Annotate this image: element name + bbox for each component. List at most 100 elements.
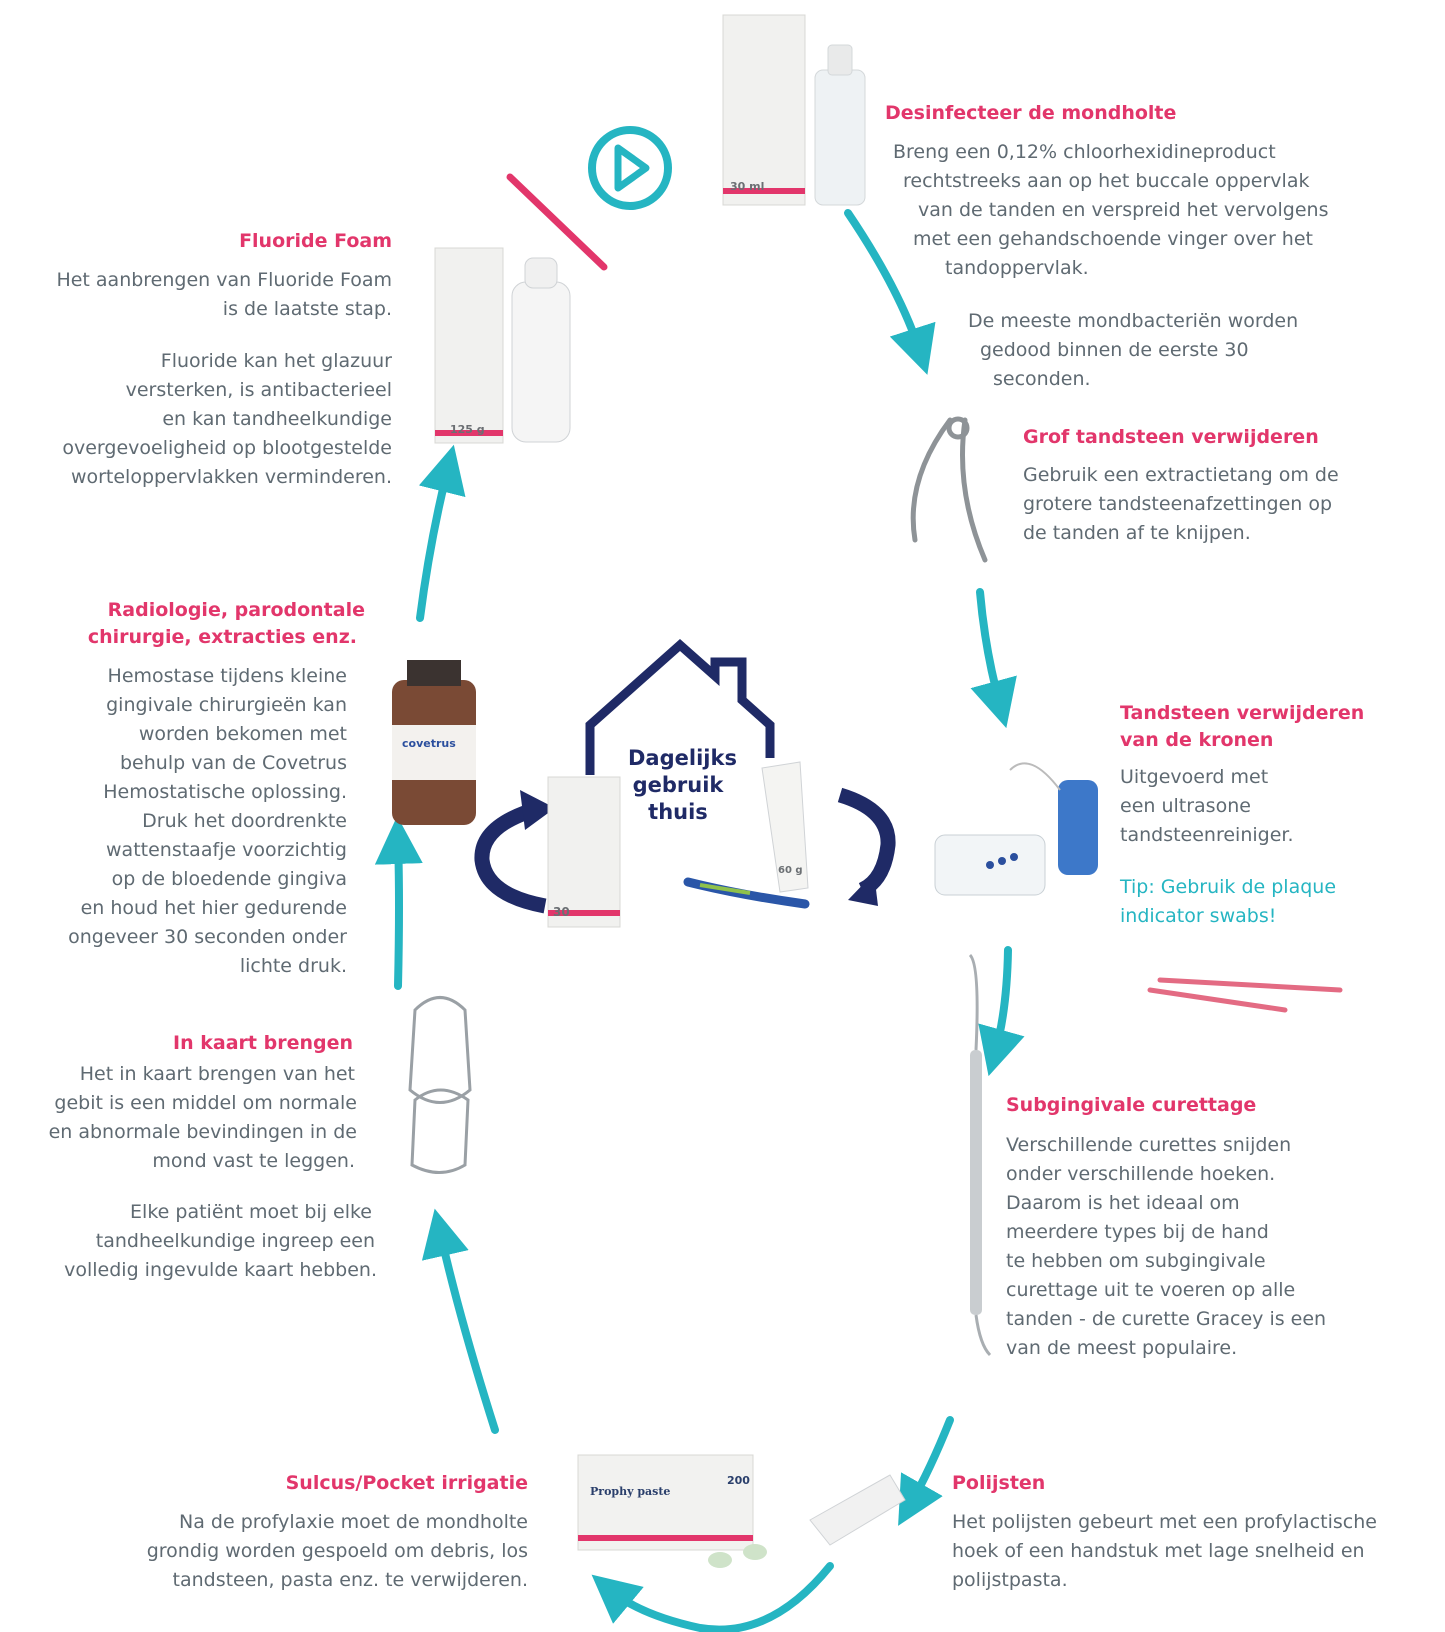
desinfecteer-note: gedood binnen de eerste 30 <box>980 339 1249 361</box>
curettage-line: van de meest populaire. <box>1006 1337 1238 1359</box>
arrow-4 <box>898 1416 954 1526</box>
toothpaste-weight-label: 60 g <box>778 865 803 876</box>
desinfecteer-note: seconden. <box>993 368 1091 390</box>
step-title-irrigatie: Sulcus/Pocket irrigatie <box>285 1472 528 1494</box>
desinfecteer-note: De meeste mondbacteriën worden <box>968 310 1299 332</box>
prophy-name-label: Prophy paste <box>590 1485 671 1498</box>
fluoride-note: overgevoeligheid op blootgestelde <box>62 437 392 459</box>
kaart-line: gebit is een middel om normale <box>54 1092 357 1114</box>
hemostatic-brand-label: covetrus <box>402 737 456 750</box>
arrow-right-icon <box>837 787 896 906</box>
prophy-paste-image <box>577 1454 906 1568</box>
radiologie-line: lichte druk. <box>239 955 347 977</box>
tablets-image <box>547 776 621 928</box>
arrow-left-icon <box>474 790 555 914</box>
spray-volume-label: 30 ml <box>730 180 765 193</box>
scaler-image <box>934 762 1098 896</box>
fluoride-note: worteloppervlakken verminderen. <box>70 466 392 488</box>
home-label-line: thuis <box>648 800 708 824</box>
irrigatie-line: Na de profylaxie moet de mondholte <box>179 1511 528 1533</box>
arrow-6 <box>421 1208 499 1434</box>
home-label-line: Dagelijks <box>628 746 737 770</box>
prophy-count-label: 200 <box>727 1474 750 1487</box>
hemostatic-bottle-image <box>392 660 476 825</box>
step-title-grof: Grof tandsteen verwijderen <box>1023 426 1319 448</box>
kaart-line: Het in kaart brengen van het <box>79 1063 355 1085</box>
radiologie-line: op de bloedende gingiva <box>111 868 347 890</box>
step-title-fluoride: Fluoride Foam <box>239 230 392 252</box>
kaart-line: mond vast te leggen. <box>152 1150 355 1172</box>
irrigatie-line: tandsteen, pasta enz. te verwijderen. <box>172 1569 529 1591</box>
desinfecteer-line: rechtstreeks aan op het buccale oppervla… <box>903 170 1310 192</box>
house-icon <box>585 638 775 775</box>
radiologie-line: gingivale chirurgieën kan <box>106 694 347 716</box>
step-title-kronen: van de kronen <box>1120 729 1274 751</box>
polijsten-line: Het polijsten gebeurt met een profylacti… <box>952 1511 1377 1533</box>
kaart-note: volledig ingevulde kaart hebben. <box>64 1259 377 1281</box>
swabs-image <box>1147 977 1343 1013</box>
stop-line <box>506 173 608 271</box>
curette-image <box>968 953 992 1357</box>
kronen-line: Uitgevoerd met <box>1120 766 1269 788</box>
radiologie-line: Hemostatische oplossing. <box>103 781 347 803</box>
radiologie-line: Druk het doordrenkte <box>142 810 347 832</box>
kronen-tip: indicator swabs! <box>1120 905 1277 927</box>
desinfecteer-line: van de tanden en verspreid het vervolgen… <box>918 199 1329 221</box>
curettage-line: curettage uit te voeren op alle <box>1006 1279 1296 1301</box>
desinfecteer-line: tandoppervlak. <box>945 257 1089 279</box>
radiologie-line: en houd het hier gedurende <box>80 897 347 919</box>
fluoride-note: Fluoride kan het glazuur <box>160 350 392 372</box>
radiologie-line: worden bekomen met <box>138 723 347 745</box>
grof-line: de tanden af te knijpen. <box>1023 522 1251 544</box>
dental-chart-image <box>400 995 480 1175</box>
radiologie-line: behulp van de Covetrus <box>120 752 347 774</box>
toothpaste-image <box>683 761 810 909</box>
arrow-1 <box>844 209 936 375</box>
grof-line: Gebruik een extractietang om de <box>1023 464 1339 486</box>
curettage-line: tanden - de curette Gracey is een <box>1006 1308 1327 1330</box>
arrow-5 <box>591 1562 834 1632</box>
play-icon[interactable] <box>588 126 672 210</box>
polijsten-line: hoek of een handstuk met lage snelheid e… <box>952 1540 1365 1562</box>
arrow-7 <box>374 816 423 990</box>
polijsten-line: polijstpasta. <box>952 1569 1068 1591</box>
kaart-note: tandheelkundige ingreep een <box>95 1230 375 1252</box>
curettage-line: onder verschillende hoeken. <box>1006 1163 1276 1185</box>
kronen-line: een ultrasone <box>1120 795 1251 817</box>
desinfecteer-line: Breng een 0,12% chloorhexidineproduct <box>893 141 1276 163</box>
fluoride-line: Het aanbrengen van Fluoride Foam <box>56 269 392 291</box>
arrow-3 <box>978 946 1025 1077</box>
kronen-tip: Tip: Gebruik de plaque <box>1120 876 1337 898</box>
radiologie-line: wattenstaafje voorzichtig <box>106 839 347 861</box>
irrigatie-line: grondig worden gespoeld om debris, los <box>146 1540 528 1562</box>
step-title-desinfecteer: Desinfecteer de mondholte <box>885 102 1177 124</box>
curettage-line: te hebben om subgingivale <box>1006 1250 1266 1272</box>
kronen-line: tandsteenreiniger. <box>1120 824 1294 846</box>
forceps-image <box>910 416 988 563</box>
step-title-kaart: In kaart brengen <box>173 1032 353 1054</box>
radiologie-line: ongeveer 30 seconden onder <box>68 926 347 948</box>
tablets-count-label: 30 <box>553 905 570 919</box>
home-label-line: gebruik <box>632 773 724 797</box>
arrow-8 <box>416 444 466 622</box>
foam-weight-label: 125 g <box>450 423 485 436</box>
kaart-line: en abnormale bevindingen in de <box>48 1121 357 1143</box>
curettage-line: Daarom is het ideaal om <box>1006 1192 1240 1214</box>
fluoride-line: is de laatste stap. <box>222 298 392 320</box>
fluoride-note: en kan tandheelkundige <box>162 408 392 430</box>
step-title-radiologie: Radiologie, parodontale <box>107 599 365 621</box>
step-title-polijsten: Polijsten <box>952 1472 1046 1494</box>
home-label: Dagelijks gebruik thuis <box>628 745 737 826</box>
desinfecteer-line: met een gehandschoende vinger over het <box>913 228 1313 250</box>
step-title-kronen: Tandsteen verwijderen <box>1120 702 1365 724</box>
curettage-line: meerdere types bij de hand <box>1006 1221 1269 1243</box>
spray-bottle-image <box>722 14 866 206</box>
kaart-note: Elke patiënt moet bij elke <box>130 1201 372 1223</box>
fluoride-foam-image <box>434 247 571 444</box>
radiologie-line: Hemostase tijdens kleine <box>107 665 347 687</box>
fluoride-note: versterken, is antibacterieel <box>125 379 392 401</box>
step-title-radiologie: chirurgie, extracties enz. <box>87 626 357 648</box>
grof-line: grotere tandsteenafzettingen op <box>1023 493 1333 515</box>
arrow-2 <box>970 588 1017 729</box>
